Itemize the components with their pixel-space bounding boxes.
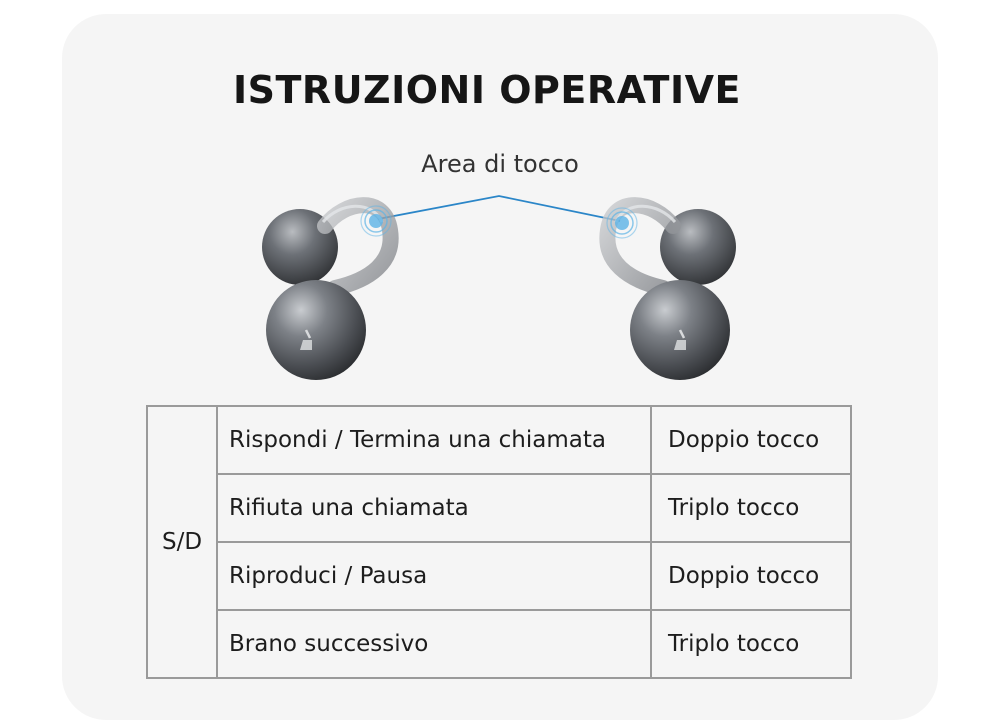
action-cell: Rispondi / Termina una chiamata	[216, 405, 652, 475]
gesture-cell: Triplo tocco	[650, 609, 852, 679]
touch-area-leader-lines	[377, 195, 621, 222]
left-earbud	[262, 197, 399, 380]
page-title: ISTRUZIONI OPERATIVE	[233, 68, 741, 112]
touch-indicator-right	[606, 207, 638, 239]
earbuds-illustration	[262, 195, 736, 380]
touch-indicator-left	[360, 205, 392, 237]
gesture-cell: Triplo tocco	[650, 473, 852, 543]
action-cell: Brano successivo	[216, 609, 652, 679]
gesture-cell: Doppio tocco	[650, 405, 852, 475]
table-row: S/D Rispondi / Termina una chiamata Dopp…	[146, 405, 852, 679]
table-row: Brano successivo Triplo tocco	[147, 609, 852, 679]
side-label: S/D	[146, 405, 218, 679]
right-earbud	[599, 197, 736, 380]
table-row: Riproduci / Pausa Doppio tocco	[147, 541, 852, 611]
table-row: Rifiuta una chiamata Triplo tocco	[147, 473, 852, 543]
touch-area-label: Area di tocco	[421, 150, 579, 178]
action-cell: Riproduci / Pausa	[216, 541, 652, 611]
gesture-cell: Doppio tocco	[650, 541, 852, 611]
controls-table: S/D Rispondi / Termina una chiamata Dopp…	[146, 405, 852, 679]
action-cell: Rifiuta una chiamata	[216, 473, 652, 543]
